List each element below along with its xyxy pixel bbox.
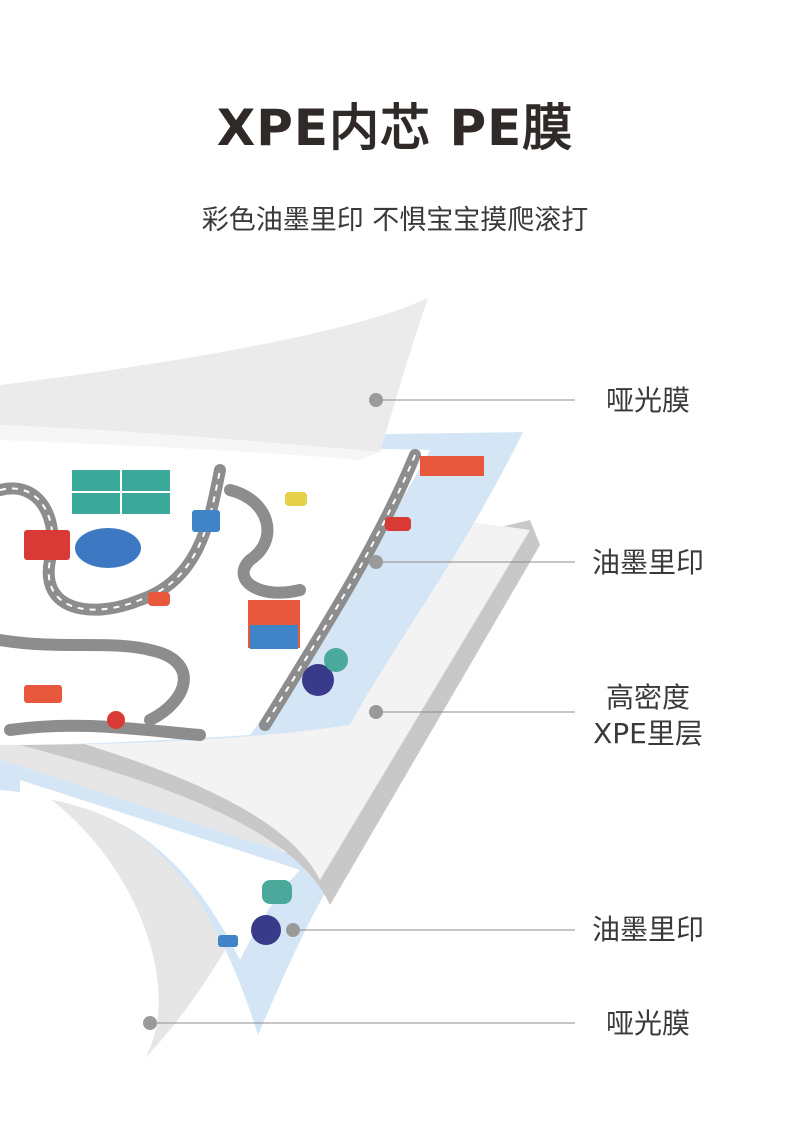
layer-label-matte-film-top: 哑光膜: [605, 384, 690, 417]
layer-label-matte-film-bottom: 哑光膜: [605, 1007, 690, 1040]
bottom-print-layer: [0, 760, 340, 1035]
leader-lines: [150, 399, 575, 1024]
bottom-print-map: [20, 780, 300, 960]
layer-label-ink-print-bottom: 油墨里印: [591, 913, 704, 946]
page-subtitle: 彩色油墨里印 不惧宝宝摸爬滚打: [201, 205, 589, 236]
map-orange-building: [420, 456, 484, 476]
leader-dot: [369, 393, 383, 407]
leader-dot: [143, 1016, 157, 1030]
map-roads: [0, 449, 421, 741]
leader-dot: [369, 705, 383, 719]
top-print-map: [0, 440, 430, 745]
layer-label-ink-print-top: 油墨里印: [591, 546, 704, 579]
map-tree: [302, 664, 334, 696]
leader-dots: [143, 393, 383, 1030]
leader-dot: [369, 555, 383, 569]
page-title: XPE内芯 PE膜: [216, 99, 574, 157]
top-matte-film: [0, 298, 428, 452]
leader-dot: [286, 923, 300, 937]
map-road-dashes: [0, 454, 416, 726]
layer-label-xpe-core: 高密度 XPE里层: [593, 681, 703, 750]
map-car: [285, 492, 307, 506]
map-red-bus: [24, 530, 70, 560]
map-pond: [75, 528, 141, 568]
